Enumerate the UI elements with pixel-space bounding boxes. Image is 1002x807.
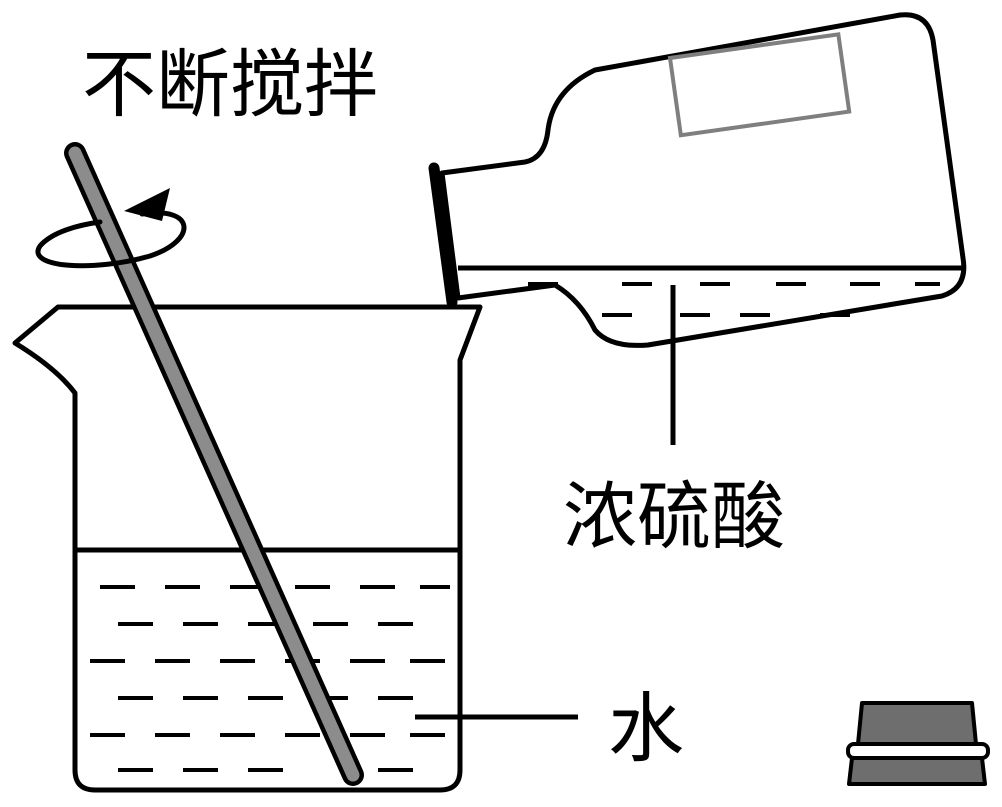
bottle-rim bbox=[428, 162, 458, 308]
rotation-arrow-icon bbox=[35, 188, 187, 269]
stir-label: 不断搅拌 bbox=[82, 42, 378, 128]
bottle-label-box bbox=[667, 32, 852, 138]
acid-label: 浓硫酸 bbox=[563, 474, 785, 560]
glass-rod bbox=[64, 142, 364, 786]
water-label: 水 bbox=[608, 684, 684, 773]
acid-bottle bbox=[428, 12, 967, 348]
acid-dashes bbox=[528, 282, 940, 317]
bottle-cap-icon bbox=[846, 701, 990, 786]
bottle-outline bbox=[439, 12, 967, 348]
